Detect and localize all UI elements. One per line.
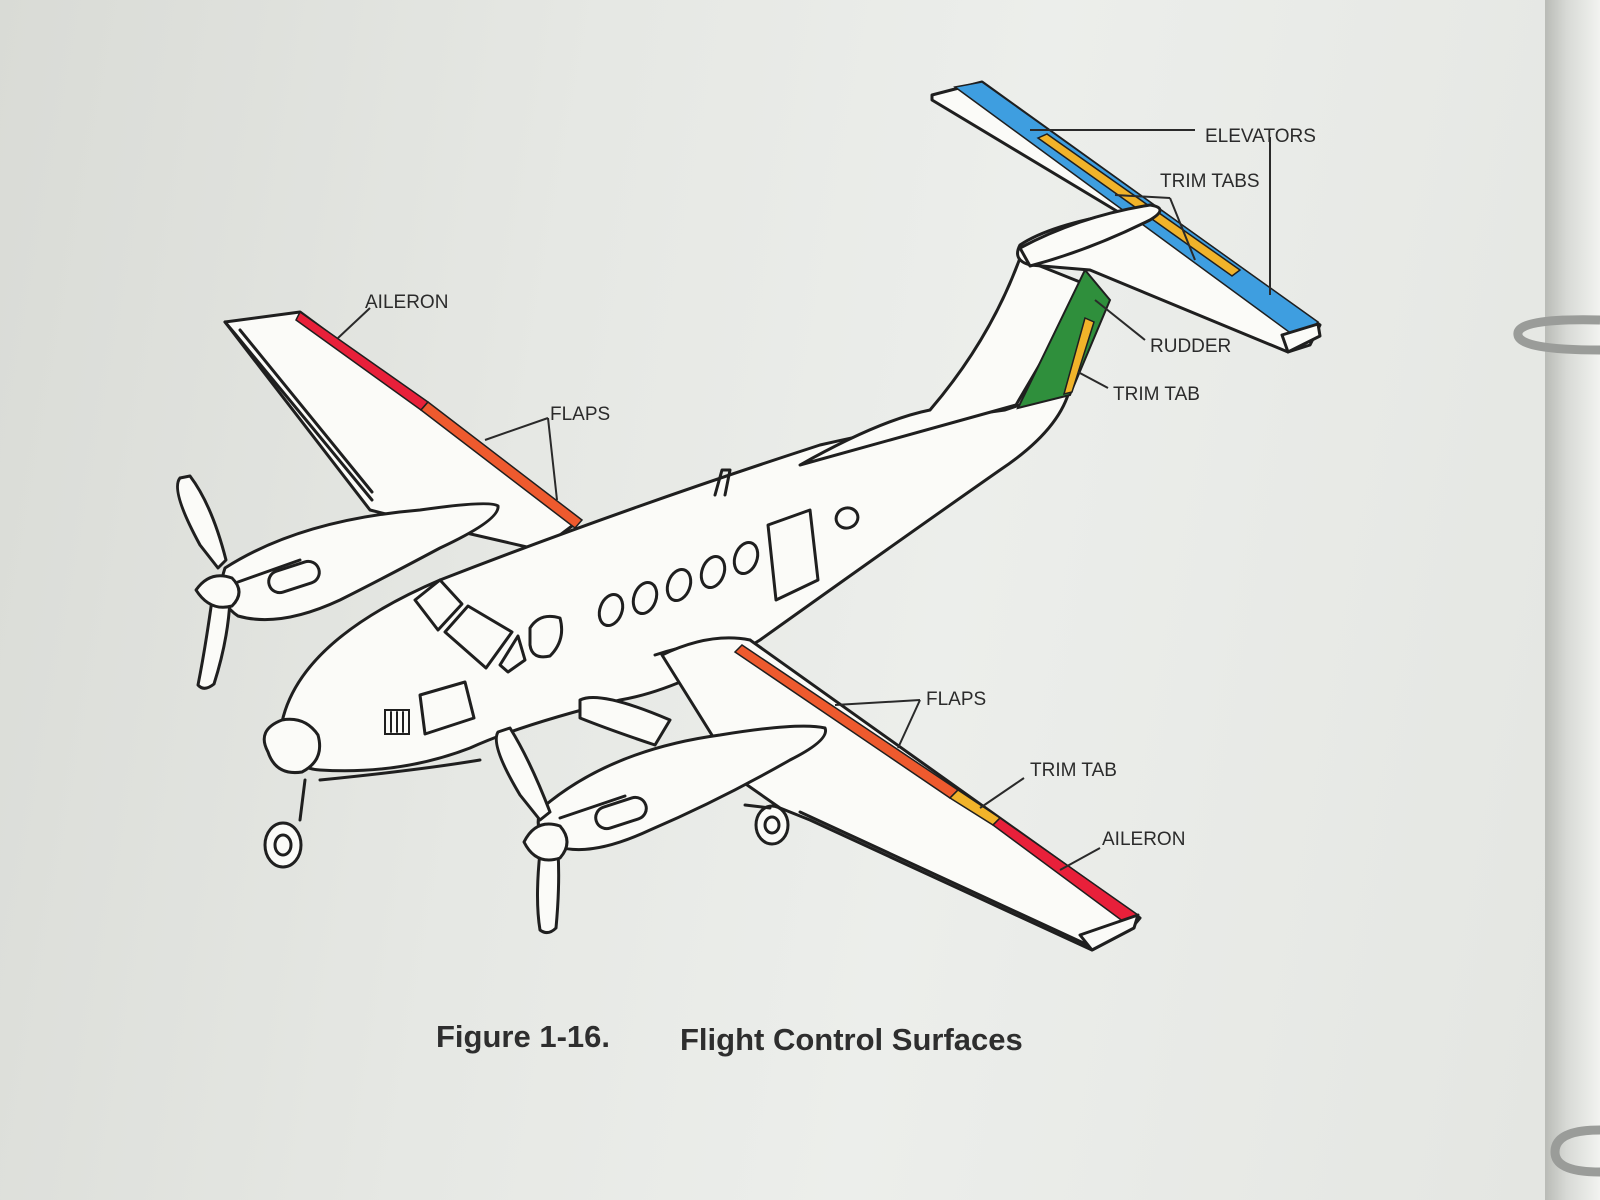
elevator-trim-tab-surface — [1036, 133, 1242, 277]
figure-title: Flight Control Surfaces — [680, 1022, 1023, 1057]
label-right-flaps: FLAPS — [926, 689, 986, 710]
leader-lines — [337, 129, 1271, 871]
rudder-trim-tab-surface — [1062, 316, 1095, 396]
page-edge — [1545, 0, 1600, 1200]
label-rudder-trim-tab: TRIM TAB — [1113, 384, 1200, 405]
left-propeller — [176, 474, 241, 690]
label-rudder: RUDDER — [1150, 336, 1231, 357]
label-left-aileron: AILERON — [365, 292, 448, 313]
fuselage — [262, 386, 1072, 782]
left-wing — [223, 310, 584, 552]
labels: ELEVATORS TRIM TABS RUDDER TRIM TAB AILE… — [365, 126, 1316, 850]
vertical-stabilizer — [798, 256, 1112, 467]
binder-ring-top — [1513, 315, 1600, 355]
figure-caption: Figure 1-16. Flight Control Surfaces — [436, 1019, 1023, 1057]
binder-rings — [1513, 315, 1600, 1177]
label-aileron-trim-tab: TRIM TAB — [1030, 760, 1117, 781]
binder-ring-bottom — [1550, 1125, 1600, 1177]
right-engine — [536, 696, 828, 852]
label-elevators: ELEVATORS — [1205, 126, 1316, 147]
label-right-aileron: AILERON — [1102, 829, 1185, 850]
horizontal-stabilizer — [930, 80, 1322, 354]
label-elevator-trim-tabs: TRIM TABS — [1160, 171, 1260, 192]
right-wing — [660, 636, 1142, 952]
label-left-flaps: FLAPS — [550, 404, 610, 425]
figure-number: Figure 1-16. — [436, 1019, 610, 1054]
left-engine — [220, 502, 500, 622]
rudder-surface — [1016, 268, 1112, 410]
right-propeller — [494, 726, 569, 935]
landing-gear — [263, 778, 790, 869]
